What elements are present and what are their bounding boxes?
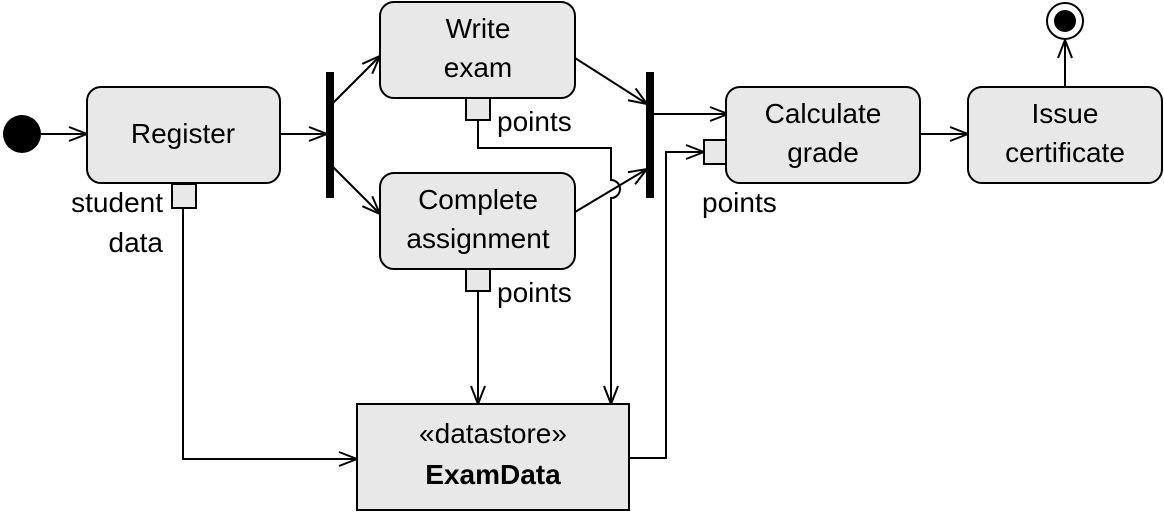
flow-fork-to-write-exam <box>332 56 380 104</box>
write-exam-points-label: points <box>497 106 572 137</box>
write-exam-output-pin <box>465 97 491 121</box>
issue-certificate-action <box>967 86 1163 184</box>
flow-complete-assignment-to-join <box>574 169 647 213</box>
complete-assignment-label-line-1: Complete <box>418 184 538 215</box>
datastore-stereotype: «datastore» <box>419 418 567 449</box>
calculate-grade-points-label: points <box>702 187 777 218</box>
issue-certificate-label-line-1: Issue <box>1032 98 1099 129</box>
calculate-grade-label-line-1: Calculate <box>765 98 882 129</box>
object-flow-student-data-to-datastore <box>182 209 357 459</box>
initial-node <box>3 115 41 153</box>
fork-bar <box>326 72 334 198</box>
register-label: Register <box>131 118 235 149</box>
calculate-grade-label-line-2: grade <box>787 137 859 168</box>
calculate-grade-action <box>725 86 921 184</box>
flow-write-exam-to-join <box>574 57 647 104</box>
student-data-pin-label-line-1: student <box>71 187 163 218</box>
write-exam-label-line-1: Write <box>446 13 511 44</box>
student-data-pin-label-line-2: data <box>109 227 164 258</box>
join-bar <box>646 72 654 198</box>
complete-assignment-output-pin <box>465 268 491 292</box>
calculate-grade-input-pin <box>703 139 727 165</box>
datastore-name: ExamData <box>425 459 561 490</box>
activity-final-node-core <box>1054 10 1076 32</box>
complete-assignment-points-label: points <box>497 277 572 308</box>
write-exam-label-line-2: exam <box>444 52 512 83</box>
object-flow-datastore-to-calculate-grade <box>629 152 704 459</box>
complete-assignment-label-line-2: assignment <box>406 223 549 254</box>
flow-fork-to-complete-assignment <box>332 166 380 214</box>
exam-data-datastore <box>356 403 630 511</box>
object-flow-exam-points-to-datastore <box>477 120 621 404</box>
student-data-output-pin <box>171 183 197 209</box>
issue-certificate-label-line-2: certificate <box>1005 137 1125 168</box>
